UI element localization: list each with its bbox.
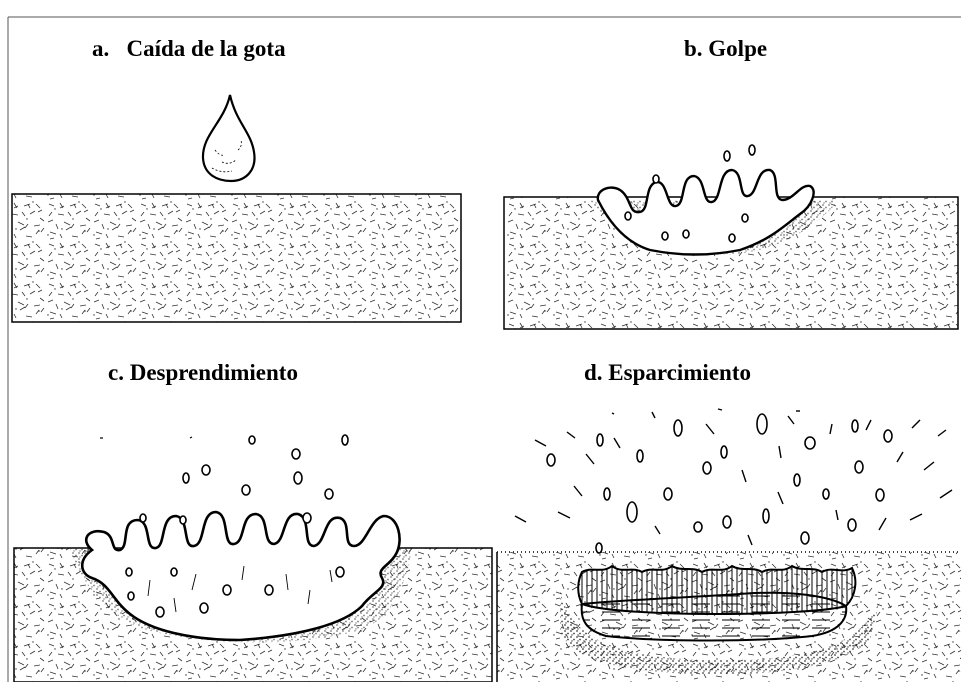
panel-d-title: d. Esparcimiento	[584, 360, 751, 386]
raindrop-icon	[203, 95, 255, 181]
panel-c-detachment	[14, 435, 492, 682]
soil-block-a	[12, 194, 461, 322]
panel-a-falling-drop	[12, 95, 461, 322]
spread-droplets	[547, 414, 892, 553]
panel-b-impact	[504, 145, 958, 329]
panel-a-title: a. Caída de la gota	[92, 36, 286, 62]
panel-b-title: b. Golpe	[684, 36, 767, 62]
panel-d-spreading	[497, 409, 961, 682]
flying-particles	[100, 437, 192, 438]
panel-c-title: c. Desprendimiento	[108, 360, 298, 386]
spray-streaks	[515, 409, 952, 545]
